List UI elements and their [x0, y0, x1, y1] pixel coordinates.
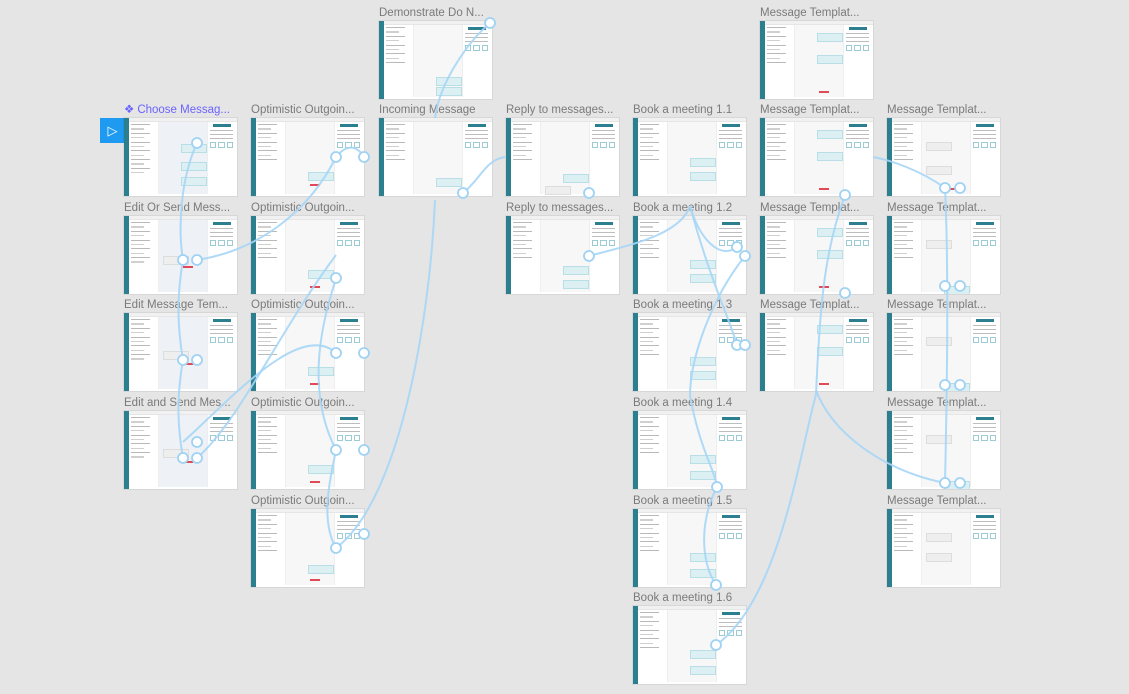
- frame-optimistic-outgoing-2[interactable]: [251, 216, 364, 294]
- frame-label-edit-or-send[interactable]: Edit Or Send Mess...: [124, 202, 231, 214]
- frame-label-incoming-message[interactable]: Incoming Message: [379, 104, 476, 116]
- frame-label-edit-and-send[interactable]: Edit and Send Mes...: [124, 397, 231, 409]
- frame-label-book-1-1[interactable]: Book a meeting 1.1: [633, 104, 733, 116]
- frame-label-template-a1[interactable]: Message Templat...: [760, 7, 860, 19]
- frame-label-template-a4[interactable]: Message Templat...: [760, 299, 860, 311]
- frame-book-meeting-1-1[interactable]: [633, 118, 746, 196]
- frame-incoming-message[interactable]: [379, 118, 492, 196]
- frame-label-reply-2[interactable]: Reply to messages...: [506, 202, 614, 214]
- frame-label-template-b4[interactable]: Message Templat...: [887, 397, 987, 409]
- component-diamond-icon: ❖: [124, 104, 135, 116]
- frame-message-template-b3[interactable]: [887, 313, 1000, 391]
- frame-label-template-b5[interactable]: Message Templat...: [887, 495, 987, 507]
- frame-label-edit-message-template[interactable]: Edit Message Tem...: [124, 299, 228, 311]
- frame-label-template-a3[interactable]: Message Templat...: [760, 202, 860, 214]
- frame-label-book-1-5[interactable]: Book a meeting 1.5: [633, 495, 733, 507]
- frame-message-template-b1[interactable]: [887, 118, 1000, 196]
- connection-hotspots: [177, 17, 966, 651]
- frame-label-book-1-4[interactable]: Book a meeting 1.4: [633, 397, 733, 409]
- frame-label-book-1-3[interactable]: Book a meeting 1.3: [633, 299, 733, 311]
- play-flow-button[interactable]: ▷: [100, 118, 125, 143]
- play-icon: ▷: [107, 123, 118, 138]
- frame-label-optimistic-1[interactable]: Optimistic Outgoin...: [251, 104, 355, 116]
- frame-label-optimistic-4[interactable]: Optimistic Outgoin...: [251, 397, 355, 409]
- connection-wires: [177, 22, 949, 646]
- frame-label-reply-1[interactable]: Reply to messages...: [506, 104, 614, 116]
- frame-message-template-a2[interactable]: [760, 118, 873, 196]
- frame-reply-to-messages-2[interactable]: [506, 216, 619, 294]
- frame-label-template-b2[interactable]: Message Templat...: [887, 202, 987, 214]
- frame-label-book-1-2[interactable]: Book a meeting 1.2: [633, 202, 733, 214]
- frame-label-book-1-6[interactable]: Book a meeting 1.6: [633, 592, 733, 604]
- frame-label-template-b1[interactable]: Message Templat...: [887, 104, 987, 116]
- frame-book-meeting-1-4[interactable]: [633, 411, 746, 489]
- frame-message-template-b5[interactable]: [887, 509, 1000, 587]
- frame-message-template-a3[interactable]: [760, 216, 873, 294]
- frame-label-demonstrate[interactable]: Demonstrate Do N...: [379, 7, 484, 19]
- frame-message-template-a1[interactable]: [760, 21, 873, 99]
- frame-book-meeting-1-5[interactable]: [633, 509, 746, 587]
- frame-choose-message[interactable]: [124, 118, 237, 196]
- frame-edit-and-send[interactable]: [124, 411, 237, 489]
- frame-label-choose-message[interactable]: ❖Choose Messag...: [124, 104, 230, 116]
- frame-label-template-b3[interactable]: Message Templat...: [887, 299, 987, 311]
- frame-optimistic-outgoing-3[interactable]: [251, 313, 364, 391]
- frame-edit-message-template[interactable]: [124, 313, 237, 391]
- frame-reply-to-messages-1[interactable]: [506, 118, 619, 196]
- frame-demonstrate[interactable]: [379, 21, 492, 99]
- frame-optimistic-outgoing-4[interactable]: [251, 411, 364, 489]
- frame-optimistic-outgoing-5[interactable]: [251, 509, 364, 587]
- frame-label-optimistic-2[interactable]: Optimistic Outgoin...: [251, 202, 355, 214]
- frame-label-template-a2[interactable]: Message Templat...: [760, 104, 860, 116]
